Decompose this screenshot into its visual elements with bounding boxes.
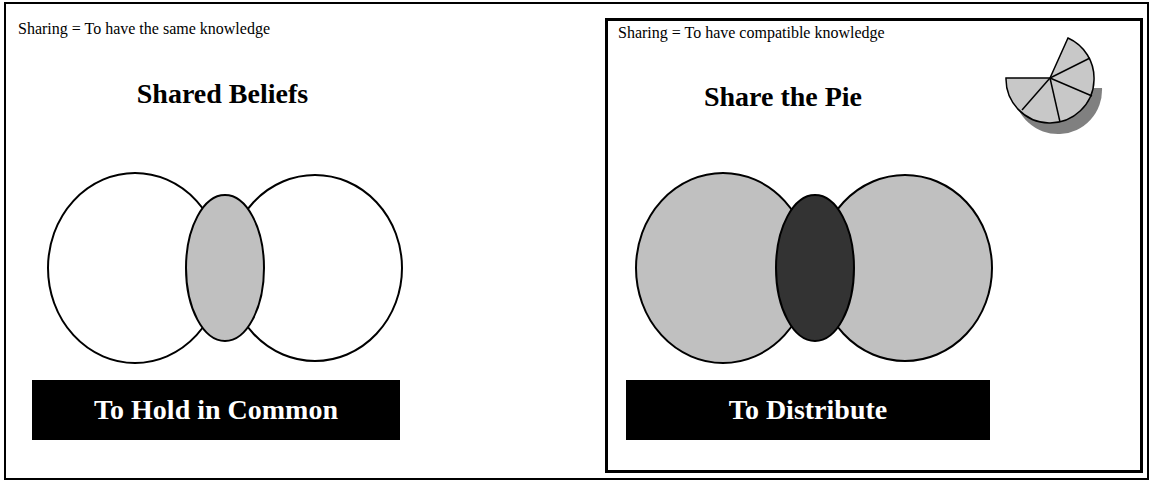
panel-heading: Shared Beliefs [80, 78, 365, 110]
outer-frame [5, 3, 1148, 479]
venn-overlap [186, 195, 264, 341]
black-band: To Distribute [626, 380, 990, 440]
pie-icon [1006, 38, 1094, 123]
band-text: To Distribute [729, 394, 887, 426]
pie-slices [1022, 58, 1092, 122]
band-text: To Hold in Common [94, 394, 338, 426]
black-band: To Hold in Common [32, 380, 400, 440]
note-text: Sharing = To have the same knowledge [18, 20, 270, 38]
note-text: Sharing = To have compatible knowledge [618, 24, 885, 42]
panel-box: Sharing = To have compatible knowledgeSh… [605, 18, 1143, 473]
panel-heading: Share the Pie [628, 81, 938, 113]
venn-overlap [776, 195, 854, 341]
